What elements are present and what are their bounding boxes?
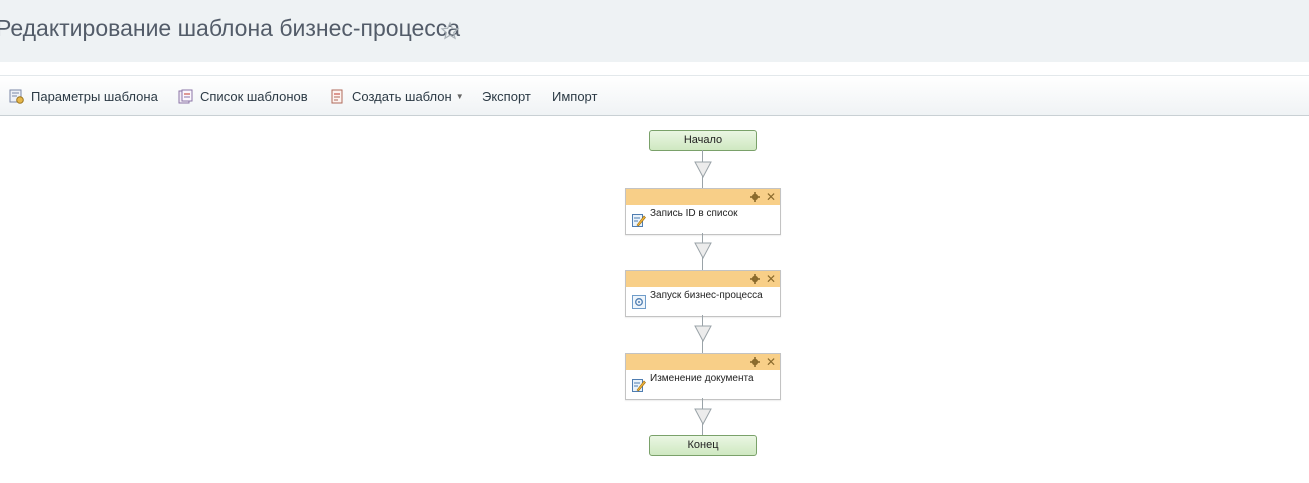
page-header: Редактирование шаблона бизнес-процесса	[0, 0, 1309, 62]
connector-arrow-icon[interactable]	[694, 325, 712, 343]
export-label: Экспорт	[482, 88, 531, 104]
page-title: Редактирование шаблона бизнес-процесса	[0, 15, 461, 41]
workflow-canvas: Начало ✕ Запись ID в список	[0, 115, 1309, 483]
create-template-button[interactable]: Создать шаблон ▼	[330, 87, 464, 105]
template-settings-icon	[9, 89, 24, 104]
export-button[interactable]: Экспорт	[482, 87, 531, 105]
connector-arrow-icon[interactable]	[694, 242, 712, 260]
workflow-activity[interactable]: ✕ Запись ID в список	[625, 188, 781, 235]
activity-header: ✕	[626, 189, 780, 205]
template-settings-button[interactable]: Параметры шаблона	[9, 87, 158, 105]
activity-header: ✕	[626, 354, 780, 370]
activity-header: ✕	[626, 271, 780, 287]
connector-arrow-icon[interactable]	[694, 408, 712, 426]
workflow-activity[interactable]: ✕ Изменение документа	[625, 353, 781, 400]
workflow-end-node[interactable]: Конец	[649, 435, 757, 456]
create-template-icon	[331, 89, 343, 103]
close-icon[interactable]: ✕	[765, 190, 776, 204]
gear-icon[interactable]	[750, 357, 760, 367]
edit-icon	[632, 214, 646, 227]
template-list-label: Список шаблонов	[200, 88, 308, 104]
template-list-button[interactable]: Список шаблонов	[178, 87, 308, 105]
activity-label[interactable]: Изменение документа	[650, 373, 754, 384]
workflow-start-node[interactable]: Начало	[649, 130, 757, 151]
connector-arrow-icon[interactable]	[694, 161, 712, 179]
activity-label[interactable]: Запись ID в список	[650, 208, 738, 219]
template-settings-label: Параметры шаблона	[31, 88, 158, 104]
create-template-label: Создать шаблон	[352, 88, 452, 104]
activity-label[interactable]: Запуск бизнес-процесса	[650, 290, 763, 301]
process-icon	[632, 295, 646, 309]
import-button[interactable]: Импорт	[552, 87, 597, 105]
close-icon[interactable]: ✕	[765, 355, 776, 369]
gear-icon[interactable]	[750, 192, 760, 202]
edit-icon	[632, 379, 646, 392]
toolbar: Параметры шаблона Список шаблонов Создат…	[0, 75, 1309, 116]
gear-icon[interactable]	[750, 274, 760, 284]
close-icon[interactable]: ✕	[765, 272, 776, 286]
chevron-down-icon: ▼	[455, 91, 464, 101]
workflow-activity[interactable]: ✕ Запуск бизнес-процесса	[625, 270, 781, 317]
template-list-icon	[178, 89, 193, 103]
star-icon[interactable]	[440, 21, 460, 41]
import-label: Импорт	[552, 88, 598, 104]
